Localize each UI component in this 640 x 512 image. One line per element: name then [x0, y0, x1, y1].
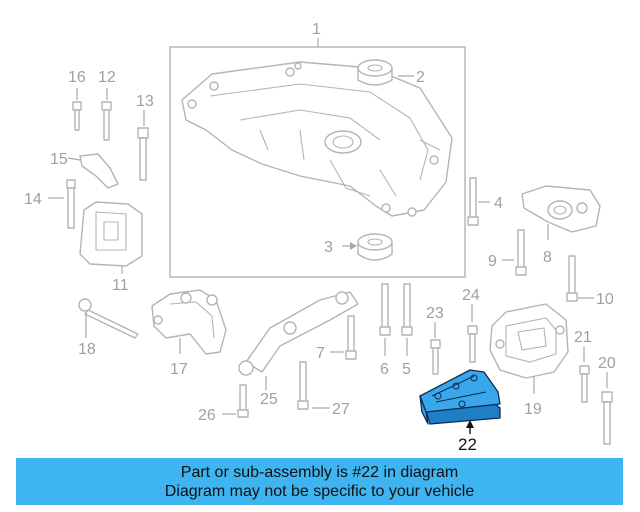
- bracket-15: [67, 153, 119, 189]
- bolt-20: [601, 372, 613, 445]
- bolt-10: [566, 255, 594, 302]
- bolt-26: [222, 384, 249, 418]
- banner-line-disclaimer: Diagram may not be specific to your vehi…: [164, 482, 475, 500]
- callout-9: 9: [488, 253, 497, 270]
- callout-7: 7: [316, 345, 325, 362]
- callout-17: 17: [170, 361, 188, 378]
- bolt-27: [297, 361, 330, 410]
- callout-8: 8: [543, 249, 552, 266]
- callout-14: 14: [24, 191, 42, 208]
- bolt-12: [101, 88, 112, 141]
- callout-3: 3: [324, 239, 333, 256]
- callout-15: 15: [50, 151, 68, 168]
- bolt-9: [502, 229, 527, 276]
- callout-26: 26: [198, 407, 216, 424]
- bolt-13: [137, 110, 149, 181]
- callout-24: 24: [462, 287, 480, 304]
- callout-27: 27: [332, 401, 350, 418]
- callout-22: 22: [458, 435, 477, 454]
- callout-16: 16: [68, 69, 86, 86]
- bolt-14: [48, 179, 76, 229]
- bushing-lower: [342, 233, 393, 261]
- transmission-mount-19: [489, 303, 569, 394]
- callout-13: 13: [136, 93, 154, 110]
- bushing-upper: [357, 59, 414, 86]
- callout-4: 4: [494, 195, 503, 212]
- callout-12: 12: [98, 69, 116, 86]
- engine-mount-11: [79, 201, 143, 274]
- bolt-24: [467, 304, 478, 363]
- bracket-17: [151, 289, 227, 355]
- bolt-18: [78, 298, 139, 339]
- callout-23: 23: [426, 305, 444, 322]
- subframe: [181, 61, 453, 217]
- callout-6: 6: [380, 361, 389, 378]
- info-banner: Part or sub-assembly is #22 in diagram D…: [16, 458, 623, 505]
- bolt-5: [401, 283, 413, 356]
- callout-19: 19: [524, 401, 542, 418]
- torque-rod-25: [238, 291, 359, 390]
- bolt-16: [72, 88, 82, 131]
- bolt-21: [579, 346, 590, 403]
- bolt-7: [330, 315, 357, 360]
- mount-8: [521, 185, 601, 240]
- callout-1: 1: [312, 21, 321, 38]
- bolt-6: [379, 283, 391, 356]
- callout-21: 21: [574, 329, 592, 346]
- banner-line-part: Part or sub-assembly is #22 in diagram: [180, 463, 459, 481]
- callout-10: 10: [596, 291, 614, 308]
- bolt-4: [467, 177, 490, 226]
- highlighted-bracket-22[interactable]: [419, 369, 501, 434]
- bolt-23: [430, 322, 441, 375]
- callout-25: 25: [260, 391, 278, 408]
- callout-20: 20: [598, 355, 616, 372]
- callout-11: 11: [112, 277, 129, 294]
- callout-2: 2: [416, 69, 425, 86]
- callout-18: 18: [78, 341, 96, 358]
- callout-5: 5: [402, 361, 411, 378]
